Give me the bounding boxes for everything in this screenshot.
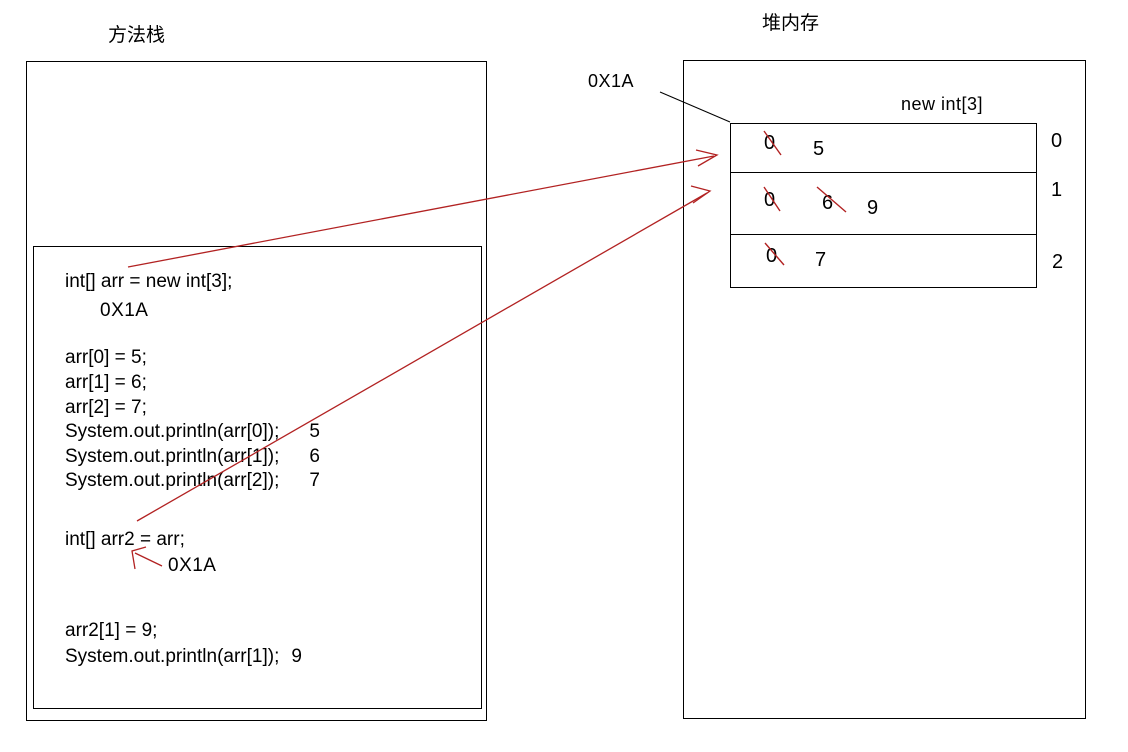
code-text: System.out.println(arr[1]); bbox=[65, 446, 280, 467]
code-line: arr[2] = 7; bbox=[65, 397, 147, 419]
code-line: int[] arr2 = arr; bbox=[65, 529, 185, 551]
code-text: arr[1] = 6; bbox=[65, 372, 147, 393]
stack-title: 方法栈 bbox=[108, 25, 166, 46]
code-text: int[] arr2 = arr; bbox=[65, 529, 185, 550]
current-value-text: 9 bbox=[867, 197, 879, 219]
array-object-box: 0 5 0 6 9 0 7 bbox=[730, 123, 1037, 288]
printed-output: 5 bbox=[309, 421, 320, 442]
array-row: 0 7 bbox=[731, 234, 1036, 289]
code-text: arr[2] = 7; bbox=[65, 397, 147, 418]
code-text: System.out.println(arr[1]); bbox=[65, 646, 280, 667]
printed-output: 7 bbox=[309, 470, 320, 491]
default-value-text: 0 bbox=[764, 132, 776, 154]
array-index-label: 2 bbox=[1052, 251, 1064, 273]
current-value-text: 5 bbox=[813, 138, 825, 160]
old-value-text: 6 bbox=[822, 192, 834, 214]
code-line: System.out.println(arr[0]); 5 bbox=[65, 421, 320, 443]
current-value-text: 7 bbox=[815, 249, 827, 271]
heap-title: 堆内存 bbox=[762, 13, 820, 34]
arr2-ref-address-label: 0X1A bbox=[168, 555, 217, 576]
code-line: System.out.println(arr[1]); 6 bbox=[65, 446, 320, 468]
default-value-text: 0 bbox=[764, 189, 776, 211]
code-text: arr2[1] = 9; bbox=[65, 620, 158, 641]
array-type-label: new int[3] bbox=[901, 94, 984, 114]
code-text: System.out.println(arr[2]); bbox=[65, 470, 280, 491]
code-line: arr[0] = 5; bbox=[65, 347, 147, 369]
printed-output: 9 bbox=[291, 646, 302, 667]
code-line: System.out.println(arr[2]); 7 bbox=[65, 470, 320, 492]
printed-output: 6 bbox=[309, 446, 320, 467]
code-text: System.out.println(arr[0]); bbox=[65, 421, 280, 442]
array-row: 0 5 bbox=[731, 124, 1036, 172]
array-index-label: 1 bbox=[1051, 179, 1063, 201]
array-row: 0 6 9 bbox=[731, 172, 1036, 234]
code-line: arr[1] = 6; bbox=[65, 372, 147, 394]
code-text: int[] arr = new int[3]; bbox=[65, 271, 233, 292]
code-line: System.out.println(arr[1]); 9 bbox=[65, 646, 302, 668]
heap-pointer-address-label: 0X1A bbox=[588, 71, 635, 91]
code-line: arr2[1] = 9; bbox=[65, 620, 157, 642]
arr-ref-address-label: 0X1A bbox=[100, 300, 149, 321]
code-text: arr[0] = 5; bbox=[65, 347, 147, 368]
default-value-text: 0 bbox=[766, 245, 778, 267]
code-line: int[] arr = new int[3]; bbox=[65, 271, 232, 293]
array-index-label: 0 bbox=[1051, 130, 1063, 152]
